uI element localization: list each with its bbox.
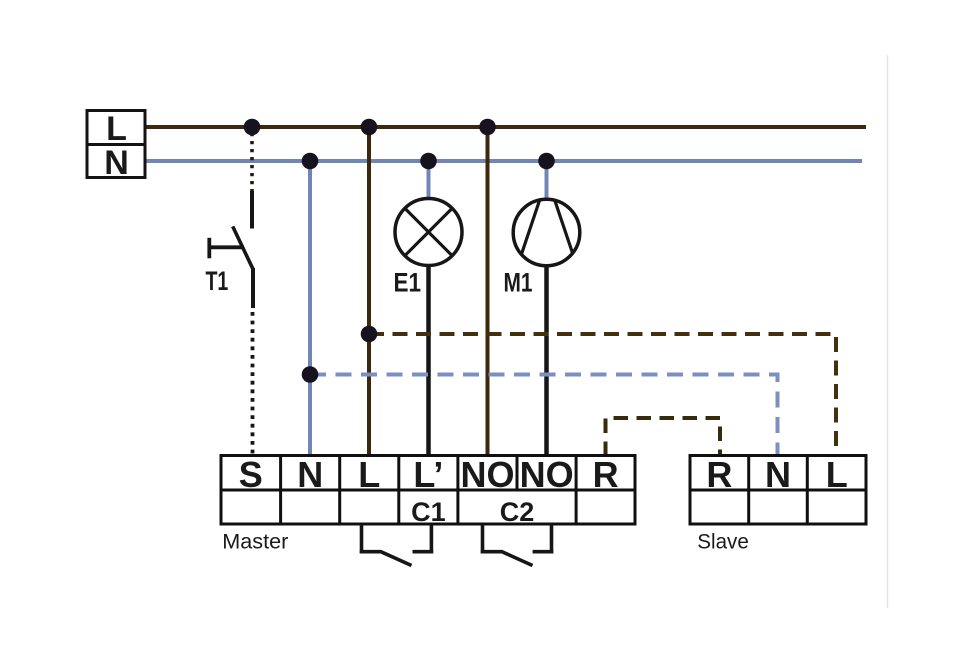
svg-text:L: L bbox=[106, 110, 127, 148]
svg-text:NO: NO bbox=[520, 454, 574, 495]
svg-text:R: R bbox=[593, 454, 619, 495]
svg-text:S: S bbox=[239, 454, 263, 495]
svg-text:N: N bbox=[297, 454, 323, 495]
svg-text:C1: C1 bbox=[411, 497, 446, 527]
svg-text:Master: Master bbox=[222, 530, 288, 554]
svg-text:Slave: Slave bbox=[697, 530, 749, 554]
svg-text:R: R bbox=[706, 454, 732, 495]
svg-text:C2: C2 bbox=[500, 497, 535, 527]
svg-text:E1: E1 bbox=[394, 268, 422, 298]
svg-text:L’: L’ bbox=[413, 454, 443, 495]
svg-text:NO: NO bbox=[461, 454, 515, 495]
svg-text:N: N bbox=[104, 144, 129, 182]
svg-text:L: L bbox=[826, 454, 848, 495]
svg-text:L: L bbox=[358, 454, 380, 495]
svg-text:T1: T1 bbox=[206, 266, 229, 296]
svg-text:N: N bbox=[765, 454, 791, 495]
svg-text:M1: M1 bbox=[504, 268, 533, 298]
